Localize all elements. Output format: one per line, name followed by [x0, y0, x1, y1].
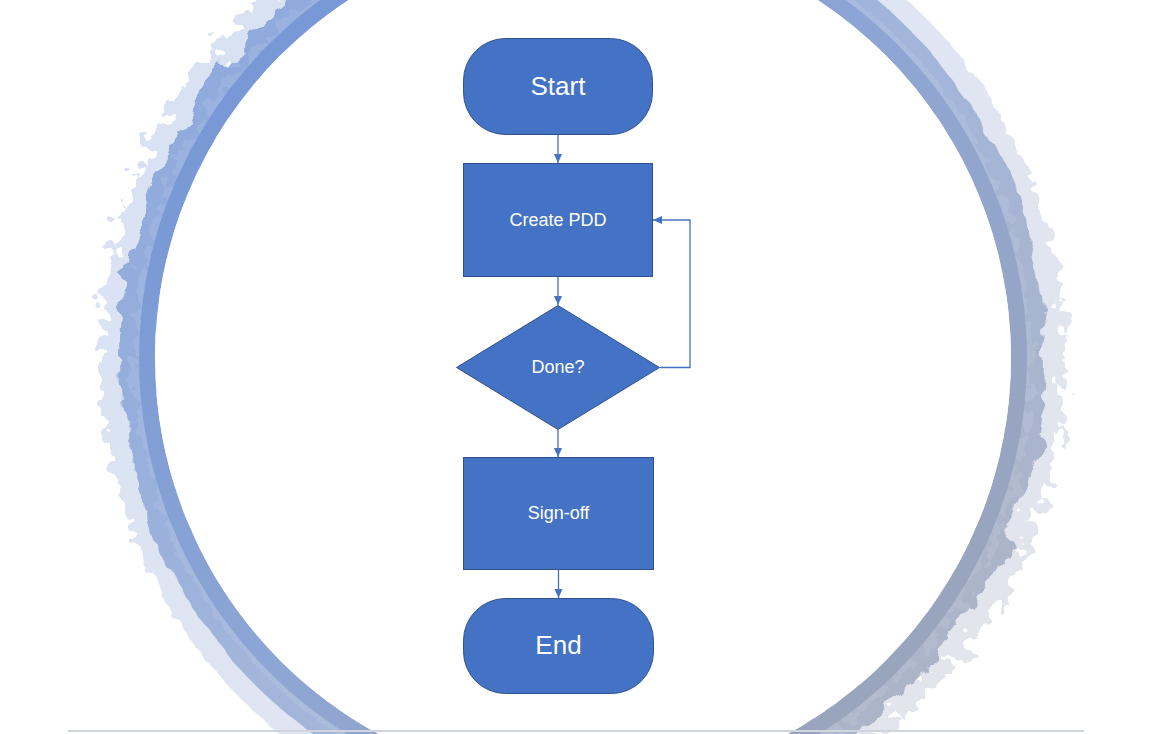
node-label: End [529, 631, 587, 661]
flow-arrow [557, 430, 558, 457]
flow-arrow [653, 220, 690, 368]
node-fill [457, 306, 660, 430]
flow-arrow [557, 277, 558, 305]
node-fill [464, 164, 653, 277]
start-terminal: Start [463, 38, 653, 135]
ring-splatter [117, 0, 1049, 734]
end-terminal: End [463, 598, 654, 694]
ring-inner [155, 0, 1011, 734]
flow-arrow [558, 570, 559, 598]
node-label: Create PDD [503, 210, 612, 231]
ring-core [147, 0, 1019, 734]
node-label: Done? [525, 357, 590, 378]
node-label: Start [525, 72, 592, 102]
node-fill [464, 39, 653, 135]
node-fill [464, 599, 654, 694]
flow-arrow [557, 135, 558, 163]
process-box: Create PDD [463, 163, 653, 277]
node-label: Sign-off [522, 503, 596, 524]
bottom-rule [68, 730, 1084, 732]
process-box: Sign-off [463, 457, 654, 570]
ring-wash [137, 0, 1029, 734]
decision-diamond: Done? [456, 305, 660, 430]
node-fill [464, 458, 654, 570]
